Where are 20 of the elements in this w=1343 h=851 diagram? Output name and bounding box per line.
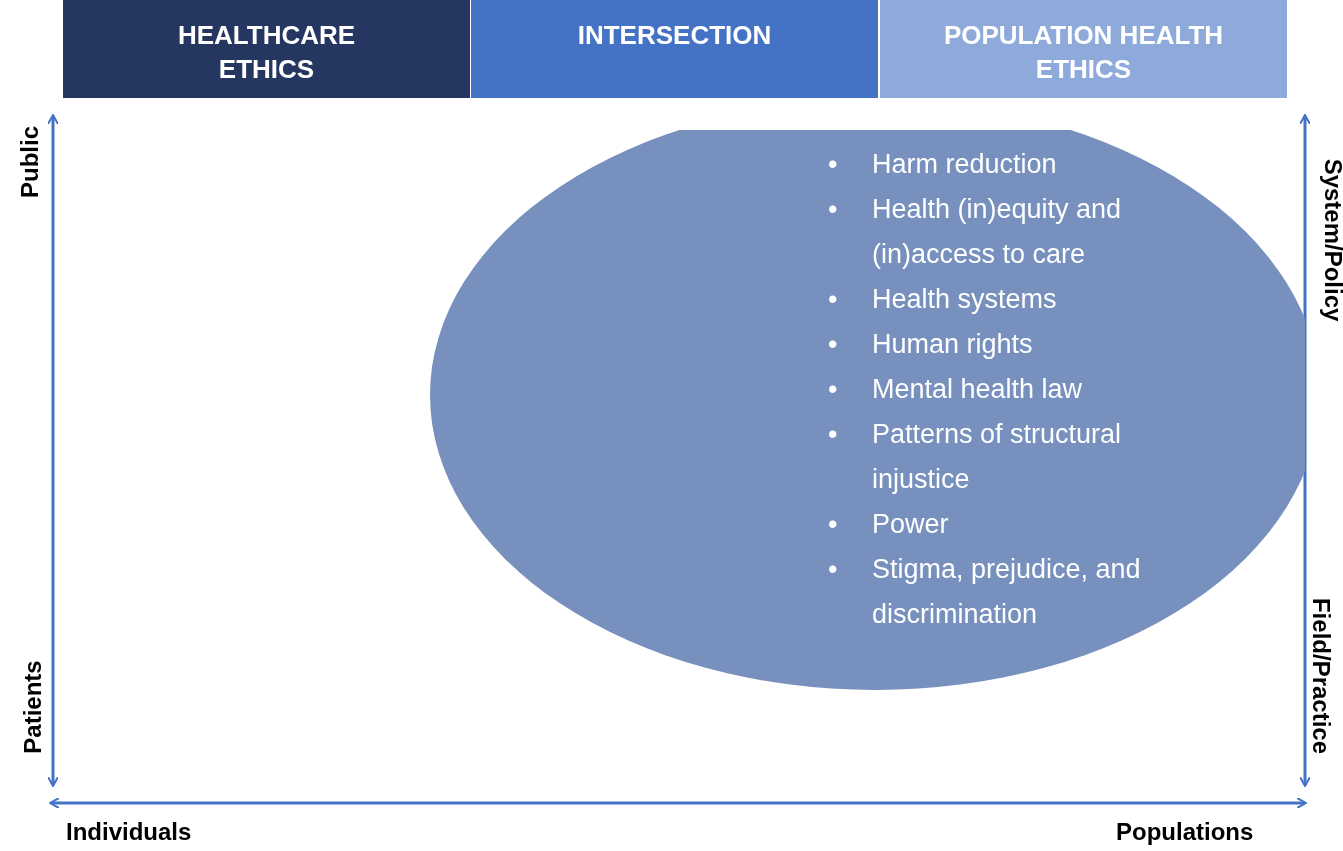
bullet-item: • Stigma, prejudice, and discrimination [828,553,1142,631]
bullet-item: • Power [828,508,950,541]
axis-label: Patients [18,660,47,754]
header-text: POPULATION HEALTH ETHICS [942,19,1225,86]
header-band [880,0,1287,98]
axis-label: Field/Practice [1307,597,1336,755]
axis-label: Public [16,126,44,198]
bullet-item: • Health systems [828,283,1058,316]
bullet-item: • Mental health law [828,373,1084,406]
header-band [471,0,878,98]
axis-label: Individuals [66,818,192,846]
header-text: INTERSECTION [576,19,773,52]
bullet-item: • Human rights [828,328,1034,361]
header-text: HEALTHCARE ETHICS [176,19,357,86]
bullet-item: • Harm reduction [828,148,1058,181]
bullet-item: • Patterns of structural injustice [828,418,1123,496]
header-band [63,0,470,98]
bullet-item: • Health (in)equity and (in)access to care [828,193,1123,271]
axis-label: System/Policy [1319,158,1343,322]
axis-label: Populations [1116,818,1254,846]
